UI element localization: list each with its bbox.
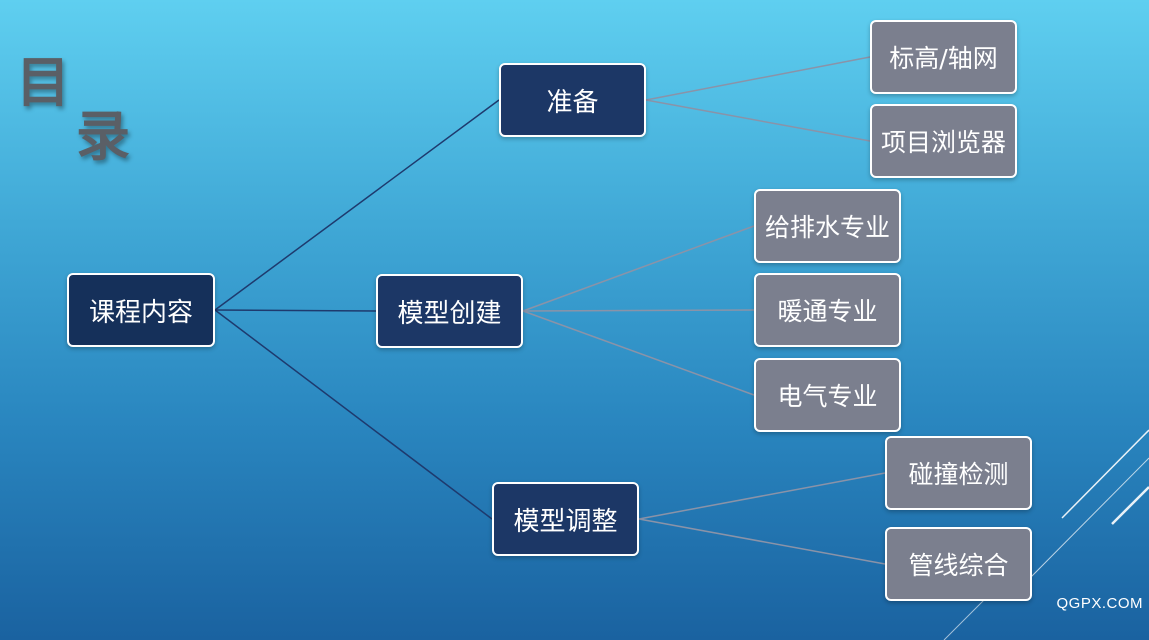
node-leaf-level-grid: 标高/轴网 — [870, 20, 1017, 94]
decor-line-1 — [1061, 429, 1149, 519]
connector-root-to-prep — [214, 99, 500, 311]
node-leaf-plumbing: 给排水专业 — [754, 189, 901, 263]
node-branch-adjust: 模型调整 — [492, 482, 639, 556]
connector-root-to-create — [214, 309, 377, 312]
connector-adjust-to-pipeline — [638, 518, 886, 565]
node-leaf-project-browser-label: 项目浏览器 — [880, 128, 1006, 157]
title-char-lu: 录 — [76, 105, 130, 168]
node-branch-create-label: 模型创建 — [397, 298, 502, 329]
node-leaf-hvac-label: 暖通专业 — [777, 297, 878, 326]
node-branch-create: 模型创建 — [376, 274, 523, 348]
connector-adjust-to-clash — [638, 472, 886, 520]
node-branch-adjust-label: 模型调整 — [513, 506, 618, 537]
node-leaf-electrical: 电气专业 — [754, 358, 901, 432]
node-leaf-pipeline-integration-label: 管线综合 — [908, 551, 1009, 580]
connector-prep-to-level-grid — [645, 56, 871, 101]
node-leaf-hvac: 暖通专业 — [754, 273, 901, 347]
watermark: QGPX.COM — [1056, 595, 1143, 612]
node-leaf-clash-detection-label: 碰撞检测 — [908, 460, 1009, 489]
node-leaf-pipeline-integration: 管线综合 — [885, 527, 1032, 601]
decor-line-2 — [1111, 486, 1149, 525]
node-leaf-level-grid-label: 标高/轴网 — [889, 44, 998, 73]
node-leaf-plumbing-label: 给排水专业 — [764, 213, 890, 242]
connector-create-to-hvac — [522, 309, 755, 312]
title-char-mu: 目 — [16, 51, 70, 114]
connector-create-to-electrical — [522, 310, 755, 396]
node-branch-prep-label: 准备 — [546, 87, 599, 118]
node-branch-prep: 准备 — [499, 63, 646, 137]
decor-line-3 — [1029, 457, 1149, 579]
node-leaf-project-browser: 项目浏览器 — [870, 104, 1017, 178]
node-leaf-electrical-label: 电气专业 — [777, 382, 878, 411]
connector-prep-to-project-browser — [645, 99, 871, 142]
connector-root-to-adjust — [214, 309, 493, 520]
node-leaf-clash-detection: 碰撞检测 — [885, 436, 1032, 510]
node-root: 课程内容 — [67, 273, 215, 347]
connector-create-to-plumbing — [522, 225, 755, 312]
node-root-label: 课程内容 — [88, 297, 193, 328]
